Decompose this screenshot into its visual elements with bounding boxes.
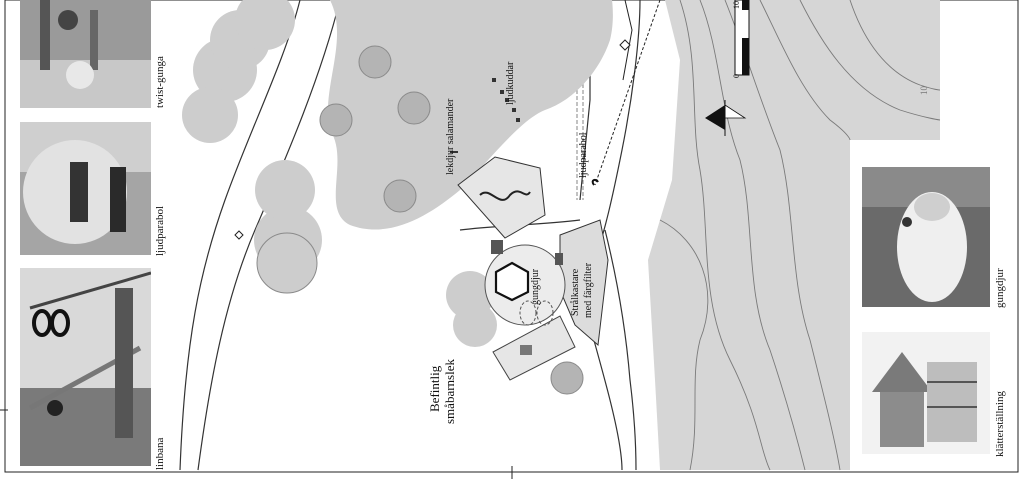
label-befintlig-line2: småbarnslek bbox=[442, 359, 457, 424]
rocking-animal-photo-icon bbox=[862, 167, 990, 307]
climbing-frame-photo-icon bbox=[862, 332, 990, 454]
label-stralkastare-line1: Strålkastare bbox=[570, 268, 581, 316]
caption-klatterstallning: klätterställning bbox=[994, 391, 1006, 457]
label-ljudkuddar: ljudkuddar bbox=[505, 61, 516, 105]
label-lekdjur-salamander: lekdjur salamander bbox=[445, 98, 456, 175]
sound-dish-photo-icon bbox=[20, 122, 151, 255]
label-ljudparabol: ljudparabol bbox=[578, 132, 589, 178]
tree-canopies bbox=[182, 0, 613, 347]
caption-twist-gunga: twist-gunga bbox=[154, 56, 166, 108]
scale-label-top: 10 bbox=[732, 1, 741, 9]
label-gungdjur: gungdjur bbox=[530, 268, 541, 305]
photo-twist-gunga bbox=[20, 0, 151, 108]
salamander-platform bbox=[457, 156, 546, 239]
caption-gungdjur: gungdjur bbox=[994, 268, 1006, 308]
hexagon-gungdjur bbox=[494, 261, 530, 302]
photo-klatterstallning bbox=[862, 332, 990, 454]
zipline-photo-icon bbox=[20, 268, 151, 466]
photo-gungdjur bbox=[862, 167, 990, 307]
label-stralkastare-line2: med färgfilter bbox=[583, 262, 594, 318]
photo-linbana bbox=[20, 268, 151, 466]
swing-photo-icon bbox=[20, 0, 151, 108]
photo-ljudparabol bbox=[20, 122, 151, 255]
label-befintlig-line1: Befintlig bbox=[427, 365, 442, 412]
scale-label-bottom: 0 bbox=[732, 74, 741, 78]
contour-lines bbox=[659, 0, 941, 471]
caption-linbana: linbana bbox=[154, 437, 166, 470]
contour-label: 10 bbox=[919, 86, 929, 95]
tree-trunks bbox=[256, 45, 584, 395]
caption-ljudparabol: ljudparabol bbox=[154, 205, 166, 256]
